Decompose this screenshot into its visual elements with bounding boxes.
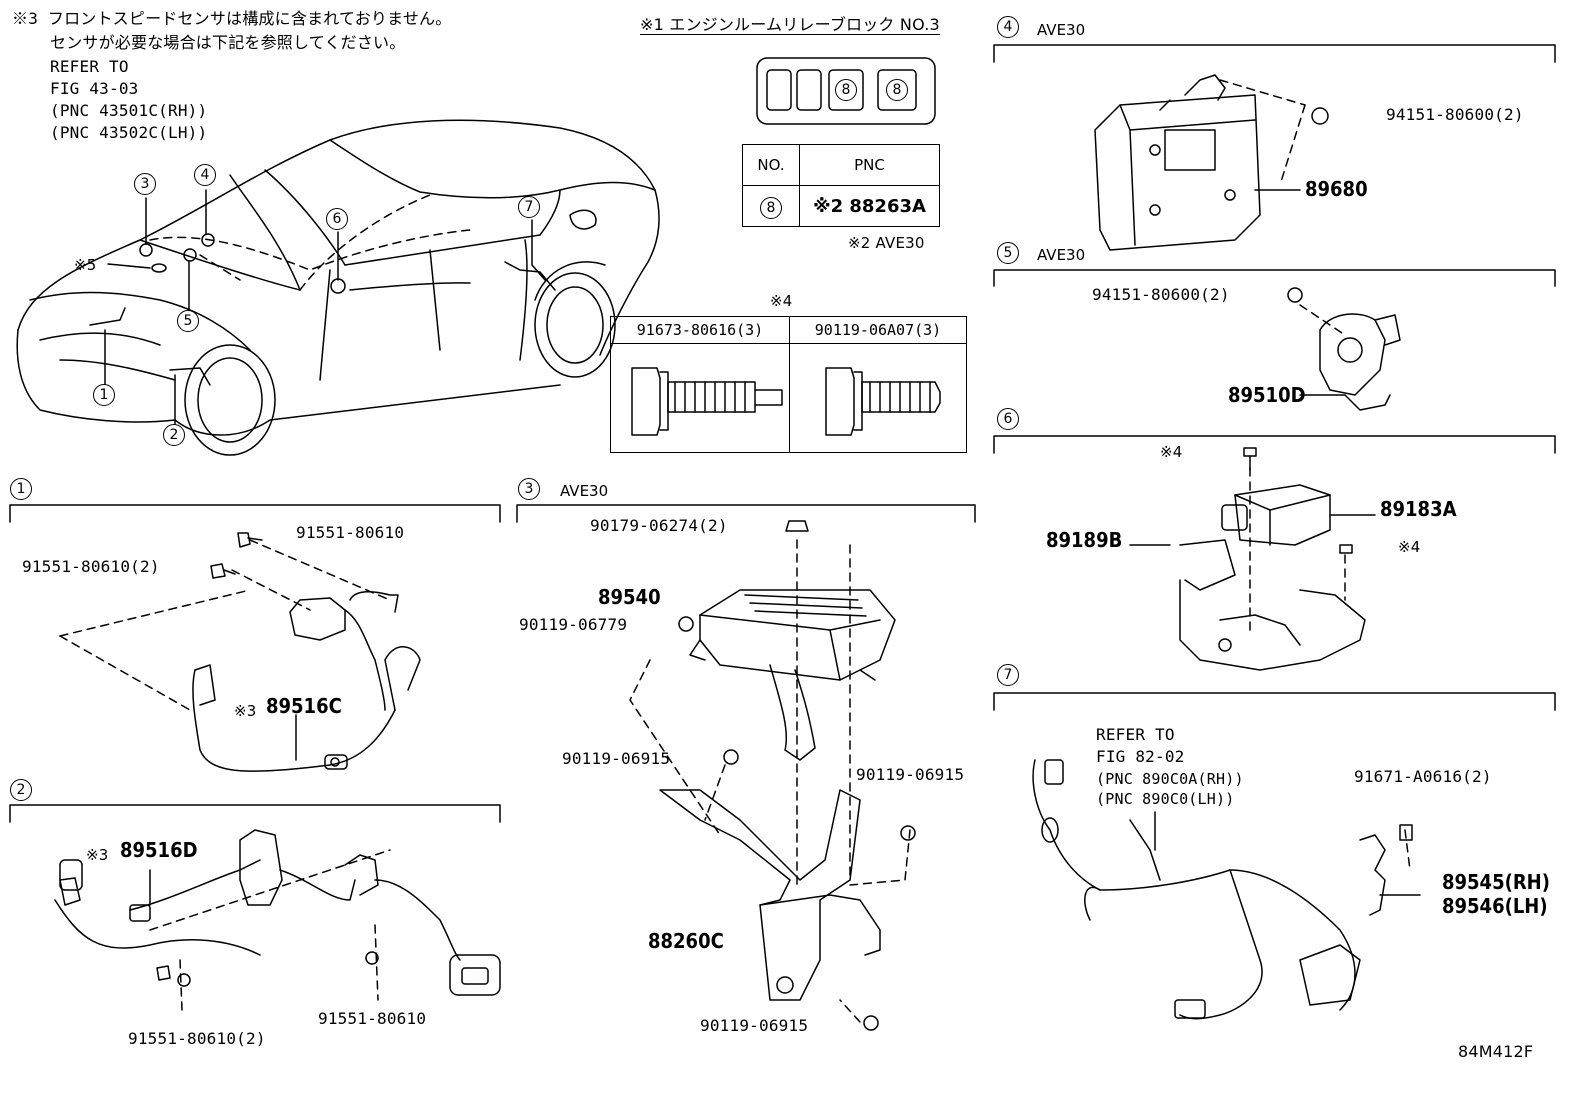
relay-pnc-table: NO. PNC 8 ※2 88263A — [742, 144, 940, 227]
section-4-nut: 94151-80600(2) — [1386, 105, 1524, 124]
section-3-drawing — [629, 520, 916, 1031]
section-2-number: 2 — [10, 779, 32, 801]
relay-block-title: ※1 エンジンルームリレーブロック NO.3 — [640, 15, 940, 35]
note3-line2: センサが必要な場合は下記を参照してください。 — [50, 33, 406, 52]
relay-table-row-pnc: ※2 88263A — [799, 185, 940, 227]
relay-table-header-no: NO. — [742, 144, 800, 186]
section-3-number: 3 — [518, 478, 540, 500]
note3-pnc-rh: (PNC 43501C(RH)) — [50, 101, 208, 120]
section-5-nut: 94151-80600(2) — [1092, 285, 1230, 304]
section-4-model: AVE30 — [1037, 21, 1086, 39]
relay-slot-b-callout: 8 — [886, 79, 908, 101]
section-5-sensor: 89510D — [1228, 383, 1306, 407]
car-illustration — [16, 119, 660, 456]
car-callout-1: 1 — [93, 384, 115, 406]
section-1-bolt-b: 91551-80610(2) — [22, 557, 160, 576]
section-dividers — [9, 44, 1556, 823]
note3-refer-to: REFER TO — [50, 57, 129, 76]
section-3-bolt-d: 90119-06915 — [700, 1016, 809, 1035]
section-7-pnc-rh: (PNC 890C0A(RH)) — [1096, 770, 1244, 788]
section-7-sensor-rh: 89545(RH) — [1442, 870, 1550, 894]
section-2-bolt-a: 91551-80610(2) — [128, 1029, 266, 1048]
section-1-bolt-a: 91551-80610 — [296, 523, 405, 542]
car-callout-5: 5 — [177, 310, 199, 332]
section-2-drawing — [54, 829, 501, 1011]
relay-table-header-pnc: PNC — [799, 144, 940, 186]
section-6-note-b: ※4 — [1398, 538, 1421, 556]
relay-table-row-no-cell: 8 — [742, 185, 800, 227]
section-3-bracket: 88260C — [648, 929, 724, 953]
section-6-sensor: 89183A — [1380, 497, 1457, 521]
section-7-refer-to: REFER TO — [1096, 725, 1175, 744]
section-3-ecu: 89540 — [598, 585, 661, 609]
bolt-table-cell-b — [789, 343, 967, 453]
car-callout-7: 7 — [518, 196, 540, 218]
section-6-note-a: ※4 — [1160, 443, 1183, 461]
relay-table-row-no: 8 — [760, 197, 782, 219]
relay-footnote: ※2 AVE30 — [848, 234, 925, 252]
relay-slot-a-callout: 8 — [835, 79, 857, 101]
section-5-model: AVE30 — [1037, 246, 1086, 264]
bolt-table-title: ※4 — [770, 292, 793, 310]
bolt-table-col2: 90119-06A07(3) — [789, 316, 967, 344]
note3-fig: FIG 43-03 — [50, 79, 139, 98]
car-callout-4: 4 — [194, 164, 216, 186]
section-1-drawing — [59, 532, 421, 772]
section-3-bolt-b: 90119-06915 — [562, 749, 671, 768]
section-7-drawing — [1032, 759, 1421, 1020]
note3-pnc-lh: (PNC 43502C(LH)) — [50, 123, 208, 142]
section-1-number: 1 — [10, 478, 32, 500]
relay-block-drawing — [756, 57, 936, 125]
diagram-id: 84M412F — [1458, 1042, 1534, 1061]
section-7-sensor-lh: 89546(LH) — [1442, 894, 1548, 918]
section-4-module: 89680 — [1305, 177, 1368, 201]
section-5-number: 5 — [997, 242, 1019, 264]
section-6-number: 6 — [997, 408, 1019, 430]
bolt-table: 91673-80616(3) 90119-06A07(3) — [610, 316, 967, 453]
section-7-fig: FIG 82-02 — [1096, 747, 1185, 766]
section-7-bolt: 91671-A0616(2) — [1354, 767, 1492, 786]
section-3-nut: 90179-06274(2) — [590, 516, 728, 535]
section-1-sensor: 89516C — [266, 694, 342, 718]
bolt-table-col1: 91673-80616(3) — [610, 316, 790, 344]
car-callout-3: 3 — [134, 173, 156, 195]
section-3-bolt-a: 90119-06779 — [519, 615, 628, 634]
section-6-drawing — [1129, 447, 1376, 671]
section-5-drawing — [1287, 287, 1401, 411]
car-callout-6: 6 — [326, 208, 348, 230]
section-2-bolt-b: 91551-80610 — [318, 1009, 427, 1028]
bolt-table-cell-a — [610, 343, 790, 453]
section-3-bolt-c: 90119-06915 — [856, 765, 965, 784]
note3-line1: ※3 フロントスピードセンサは構成に含まれておりません。 — [12, 9, 452, 28]
section-2-sensor-note: ※3 — [86, 846, 109, 864]
section-1-sensor-note: ※3 — [234, 702, 257, 720]
section-6-bracket: 89189B — [1046, 528, 1123, 552]
section-4-drawing — [1094, 74, 1329, 251]
section-3-model: AVE30 — [560, 482, 609, 500]
section-2-sensor: 89516D — [120, 838, 198, 862]
section-7-number: 7 — [997, 664, 1019, 686]
car-note5: ※5 — [74, 256, 97, 274]
car-callout-2: 2 — [163, 424, 185, 446]
section-4-number: 4 — [997, 16, 1019, 38]
section-7-pnc-lh: (PNC 890C0(LH)) — [1096, 790, 1235, 808]
